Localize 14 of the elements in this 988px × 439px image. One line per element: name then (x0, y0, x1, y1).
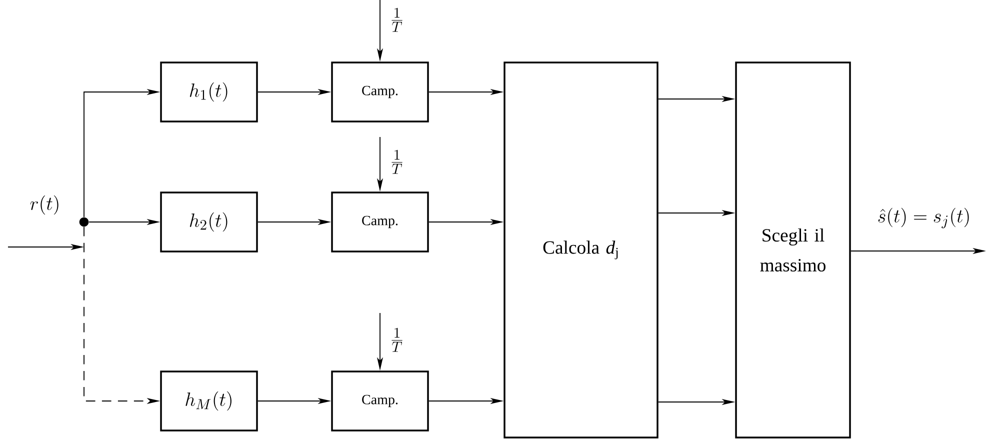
filter-box: $h_M(t)$ (160, 370, 258, 432)
process-box: Calcola d$_{j}$ (504, 62, 658, 438)
edge-label: $r(t)$ (30, 195, 58, 215)
edge-label: $\frac{1}{T}$ (392, 328, 402, 352)
sampler-box: Camp. (331, 62, 429, 122)
sampler-box: Camp. (331, 370, 429, 432)
filter-box: $h_2(t)$ (160, 192, 258, 252)
junction-dot (79, 217, 89, 227)
process-box: Scegli il massimo (735, 62, 851, 438)
edge-label: $\frac{1}{T}$ (392, 150, 402, 174)
sampler-box: Camp. (331, 192, 429, 252)
edge-label: $\hat{s}(t)=s_{j}(t)$ (878, 208, 969, 228)
edge-label: $\frac{1}{T}$ (392, 8, 402, 32)
filter-box: $h_1(t)$ (160, 62, 258, 122)
